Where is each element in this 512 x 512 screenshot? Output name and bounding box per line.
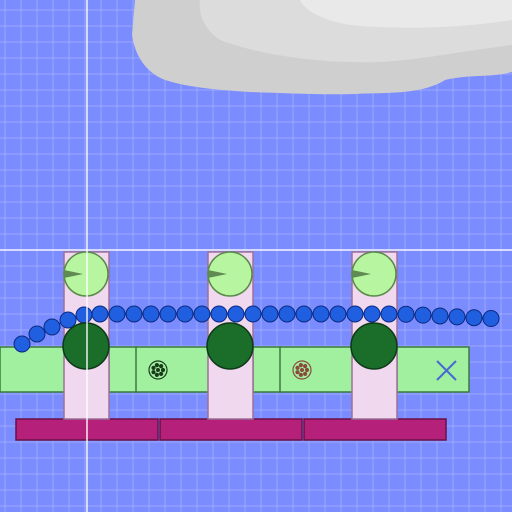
chain-bead: [295, 305, 313, 323]
light-gear-icon: [63, 251, 109, 297]
green-platform-row: [0, 346, 470, 393]
chain-bead: [278, 305, 296, 323]
chain-bead: [465, 309, 483, 327]
dark-gear-icon: [62, 322, 110, 370]
chain-bead: [414, 306, 432, 324]
dark-gears: [62, 322, 398, 370]
chain-bead: [59, 311, 77, 329]
chain-bead: [431, 307, 449, 325]
chain-bead: [210, 305, 228, 323]
platform-box-3: [279, 346, 354, 393]
chain-bead: [329, 305, 347, 323]
base-bar-2: [159, 418, 303, 441]
platform-box-2: [135, 346, 210, 393]
chain-bead: [125, 305, 143, 323]
brown-dotted-wheel-icon: [292, 360, 312, 380]
chain-bead: [13, 335, 31, 353]
chain-bead: [43, 318, 61, 336]
light-gears: [63, 251, 397, 297]
base-bar-3: [303, 418, 447, 441]
platform-left: [0, 346, 67, 393]
chain-bead: [75, 306, 93, 324]
dark-gear-icon: [350, 322, 398, 370]
platform-filler-2: [252, 346, 282, 393]
light-gear-icon: [351, 251, 397, 297]
platform-filler-1: [108, 346, 138, 393]
chain-bead: [482, 310, 500, 328]
chain-bead: [244, 305, 262, 323]
chain-bead: [193, 305, 211, 323]
chain-bead: [261, 305, 279, 323]
light-gear-icon: [207, 251, 253, 297]
chain-bead: [159, 305, 177, 323]
base-bars: [15, 418, 447, 441]
platform-box-4: [396, 346, 470, 393]
chain-bead: [397, 305, 415, 323]
dark-gear-icon: [206, 322, 254, 370]
chain-bead: [346, 305, 364, 323]
chain-bead: [176, 305, 194, 323]
cross-icon: [436, 360, 457, 381]
dark-dotted-wheel-icon: [148, 360, 168, 380]
cloud-shading: [199, 0, 512, 63]
chain-bead: [312, 305, 330, 323]
chain-bead: [28, 325, 46, 343]
bead-chain: [13, 305, 500, 353]
chain-bead: [227, 305, 245, 323]
chain-bead: [108, 305, 126, 323]
chain-bead: [91, 305, 109, 323]
chain-bead: [363, 305, 381, 323]
chain-bead: [142, 305, 160, 323]
chain-bead: [380, 305, 398, 323]
chain-bead: [448, 308, 466, 326]
